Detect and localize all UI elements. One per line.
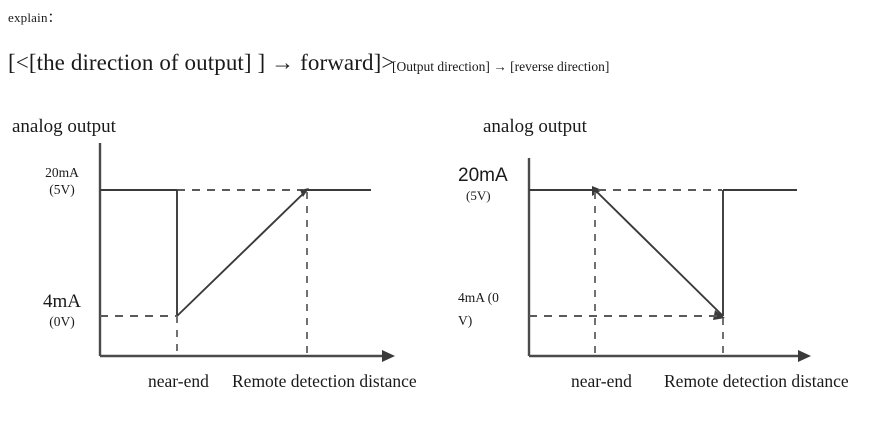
x-axis-label-remote-distance: Remote detection distance — [664, 371, 849, 391]
y-axis-label-4ma-sub: (0V) — [49, 313, 75, 329]
y-axis-label-4ma: 4mA (0 V) — [458, 290, 536, 330]
y-axis-label-20ma: 20mA (5V) — [30, 165, 94, 199]
x-axis-label-remote-distance: Remote detection distance — [232, 371, 417, 391]
ramp-end-arrowhead — [713, 310, 725, 320]
y-axis-label-20ma-sub: (5V) — [466, 187, 491, 203]
x-axis-arrowhead — [798, 350, 811, 362]
chart-reverse-plot — [527, 158, 811, 362]
y-axis-label-4ma-main: 4mA (0 — [458, 290, 499, 305]
y-axis-label-20ma-main: 20mA — [45, 165, 79, 180]
x-axis-arrowhead — [382, 350, 395, 362]
output-ramp-falling — [594, 189, 724, 317]
chart-reverse-direction: analog output 20mA (5V) 4mA (0 V) near-e… — [440, 0, 893, 441]
output-direction-annotation: [Output direction] → [reverse direction] — [392, 59, 610, 74]
output-direction-formula: [<[the direction of output] ] → forward]… — [8, 50, 395, 75]
output-ramp-rising — [176, 189, 308, 317]
y-axis-label-20ma-main: 20mA — [458, 165, 508, 186]
y-axis-label-20ma-sub: (5V) — [49, 181, 75, 197]
y-axis-label-20ma: 20mA (5V) — [458, 164, 530, 204]
chart-forward-plot — [98, 143, 395, 362]
x-axis-label-near-end: near-end — [148, 371, 209, 391]
y-axis-label-4ma: 4mA (0V) — [30, 290, 94, 331]
chart-title: analog output — [483, 116, 587, 137]
explain-label: explain： — [8, 10, 61, 25]
y-axis-label-4ma-sub: V) — [458, 312, 473, 328]
x-axis-label-near-end: near-end — [571, 371, 632, 391]
y-axis-label-4ma-main: 4mA — [43, 291, 81, 312]
chart-title: analog output — [12, 116, 116, 137]
chart-forward-direction: analog output 20mA (5V) 4mA (0V) near-en… — [12, 116, 417, 391]
